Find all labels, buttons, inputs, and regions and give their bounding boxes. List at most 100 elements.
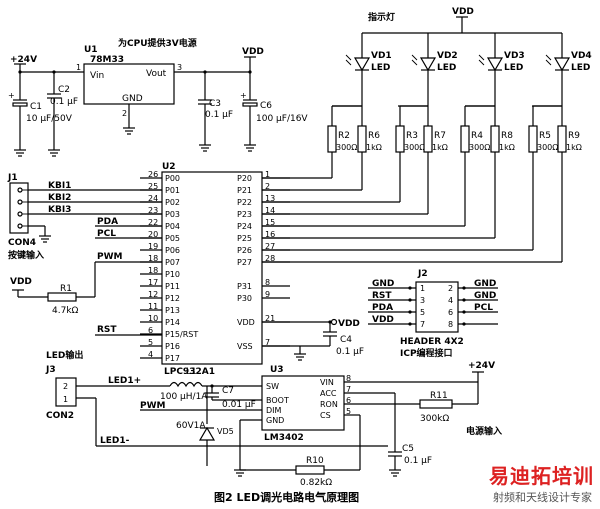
u3-right-num: 7 xyxy=(346,385,351,394)
res-ref-5: R4 xyxy=(471,131,483,141)
j1-caption: 按键输入 xyxy=(8,249,44,261)
mcu-left-pin-name: P07 xyxy=(165,258,180,267)
mcu-right-pin-name: P24 xyxy=(237,222,252,231)
mcu-left-pin-name: P15/RST xyxy=(165,330,198,339)
resistor-3 xyxy=(395,125,405,153)
u3-right-pin: RON xyxy=(320,400,338,409)
vd5-val: 60V1A xyxy=(176,421,206,431)
r1 xyxy=(47,292,77,302)
mcu-right-pin-num: 1 xyxy=(265,170,270,179)
j2-ref: J2 xyxy=(417,269,428,279)
mcu-left-pin-num: 19 xyxy=(148,242,158,251)
j2-caption: ICP编程接口 xyxy=(400,347,453,359)
c2-val: 0.1 μF xyxy=(50,97,78,107)
res-ref-4: R7 xyxy=(434,131,446,141)
net-kbi1: KBI1 xyxy=(48,181,71,191)
mcu-right-pin-num: 16 xyxy=(265,230,275,239)
net-pwm: PWM xyxy=(97,252,123,262)
mcu-right-pin-num: 15 xyxy=(265,218,275,227)
res-val-6: 1kΩ xyxy=(499,143,515,152)
mcu-left-pin-name: P12 xyxy=(165,294,180,303)
c1-ref: C1 xyxy=(30,102,42,112)
indicator-title: 指示灯 xyxy=(368,11,395,23)
led-2 xyxy=(419,57,437,72)
mcu-right-pin-num: 8 xyxy=(265,278,270,287)
c5-ref: C5 xyxy=(402,444,414,454)
u3-left-pin: BOOT xyxy=(266,396,289,405)
u3-driver xyxy=(261,375,345,431)
mcu-right-pin-num: 28 xyxy=(265,254,275,263)
resistor-5 xyxy=(460,125,470,153)
j2-left-num: 1 xyxy=(420,284,425,293)
j2-right-net: GND xyxy=(474,279,496,289)
mcu-left-pin-num: 6 xyxy=(148,326,153,335)
mcu-right-pin-name: P27 xyxy=(237,258,252,267)
c5-val: 0.1 μF xyxy=(404,456,432,466)
mcu-left-pin-name: P17 xyxy=(165,354,180,363)
u1-regulator xyxy=(83,63,175,105)
mcu-left-pin-name: P02 xyxy=(165,198,180,207)
c3-ref: C3 xyxy=(209,99,221,109)
u3-right-num: 6 xyxy=(346,396,351,405)
mcu-right-pin-num: 14 xyxy=(265,206,275,215)
r1-val: 4.7kΩ xyxy=(52,306,79,316)
mcu-left-pin-num: 18 xyxy=(148,254,158,263)
c2-ref: C2 xyxy=(58,85,70,95)
mcu-left-pin-num: 24 xyxy=(148,194,158,203)
u3-part: LM3402 xyxy=(264,433,304,443)
j2-left-net: GND xyxy=(372,279,394,289)
res-val-8: 1kΩ xyxy=(566,143,582,152)
c7-val: 0.01 μF xyxy=(222,400,256,410)
l1-ref: L1 xyxy=(186,367,197,377)
resistor-array: R2300ΩR61kΩR3300ΩR71kΩR4300ΩR81kΩR5300ΩR… xyxy=(262,105,582,263)
mcu-right-pin-name: P30 xyxy=(237,294,252,303)
res-val-7: 300Ω xyxy=(537,143,558,152)
u3-right-num: 8 xyxy=(346,374,351,383)
net-rst: RST xyxy=(97,325,117,335)
mcu-left-pin-name: P04 xyxy=(165,222,180,231)
u2-ref: U2 xyxy=(162,162,176,172)
mcu-right-pin-name: P21 xyxy=(237,186,252,195)
mcu-right-pin-name: VDD xyxy=(237,318,255,327)
u3-left-pin: GND xyxy=(266,416,284,425)
mcu-right-pin-num: 2 xyxy=(265,182,270,191)
c1-val: 10 μF/50V xyxy=(26,114,73,124)
u3-right-num: 5 xyxy=(346,407,351,416)
mcu-left-pin-name: P10 xyxy=(165,270,180,279)
mcu-left-pin-num: 26 xyxy=(148,170,158,179)
mcu-left-pin-num: 18 xyxy=(148,266,158,275)
mcu-right-pin-name: P25 xyxy=(237,234,252,243)
vdd-label-1: VDD xyxy=(242,47,264,57)
c1-plus: + xyxy=(8,91,15,100)
plus24-label: +24V xyxy=(10,55,37,65)
j2-right-num: 8 xyxy=(448,320,453,329)
mcu-left-pin-num: 10 xyxy=(148,314,158,323)
r1-ref: R1 xyxy=(60,284,72,294)
u3-right-pin: CS xyxy=(320,411,331,420)
led-4 xyxy=(553,57,571,72)
u3-left-pin: SW xyxy=(266,382,279,391)
figure-caption: 图2 LED调光电路电气原理图 xyxy=(214,490,359,504)
resistor-7 xyxy=(528,125,538,153)
mcu-right-pin-name: P23 xyxy=(237,210,252,219)
led-3 xyxy=(486,57,504,72)
net-pda: PDA xyxy=(97,217,118,227)
u1-ref: U1 xyxy=(84,45,98,55)
j2-right-num: 6 xyxy=(448,308,453,317)
mcu-left-pin-num: 4 xyxy=(148,350,153,359)
led-label-4: LED xyxy=(571,63,590,73)
j2-left-num: 3 xyxy=(420,296,425,305)
mcu-left-pin-name: P00 xyxy=(165,174,180,183)
j1-name: CON4 xyxy=(8,238,36,248)
mcu-left-pin-num: 5 xyxy=(148,338,153,347)
vdd-label-3: VDD xyxy=(10,277,32,287)
u3-right-pin: ACC xyxy=(320,389,337,398)
power-input: 电源输入 xyxy=(466,425,502,437)
res-val-1: 300Ω xyxy=(336,143,357,152)
led-ref-4: VD4 xyxy=(571,51,592,61)
mcu-left-pin-name: P11 xyxy=(165,282,180,291)
res-val-5: 300Ω xyxy=(469,143,490,152)
res-val-3: 300Ω xyxy=(404,143,425,152)
vd5-ref: VD5 xyxy=(217,427,234,436)
